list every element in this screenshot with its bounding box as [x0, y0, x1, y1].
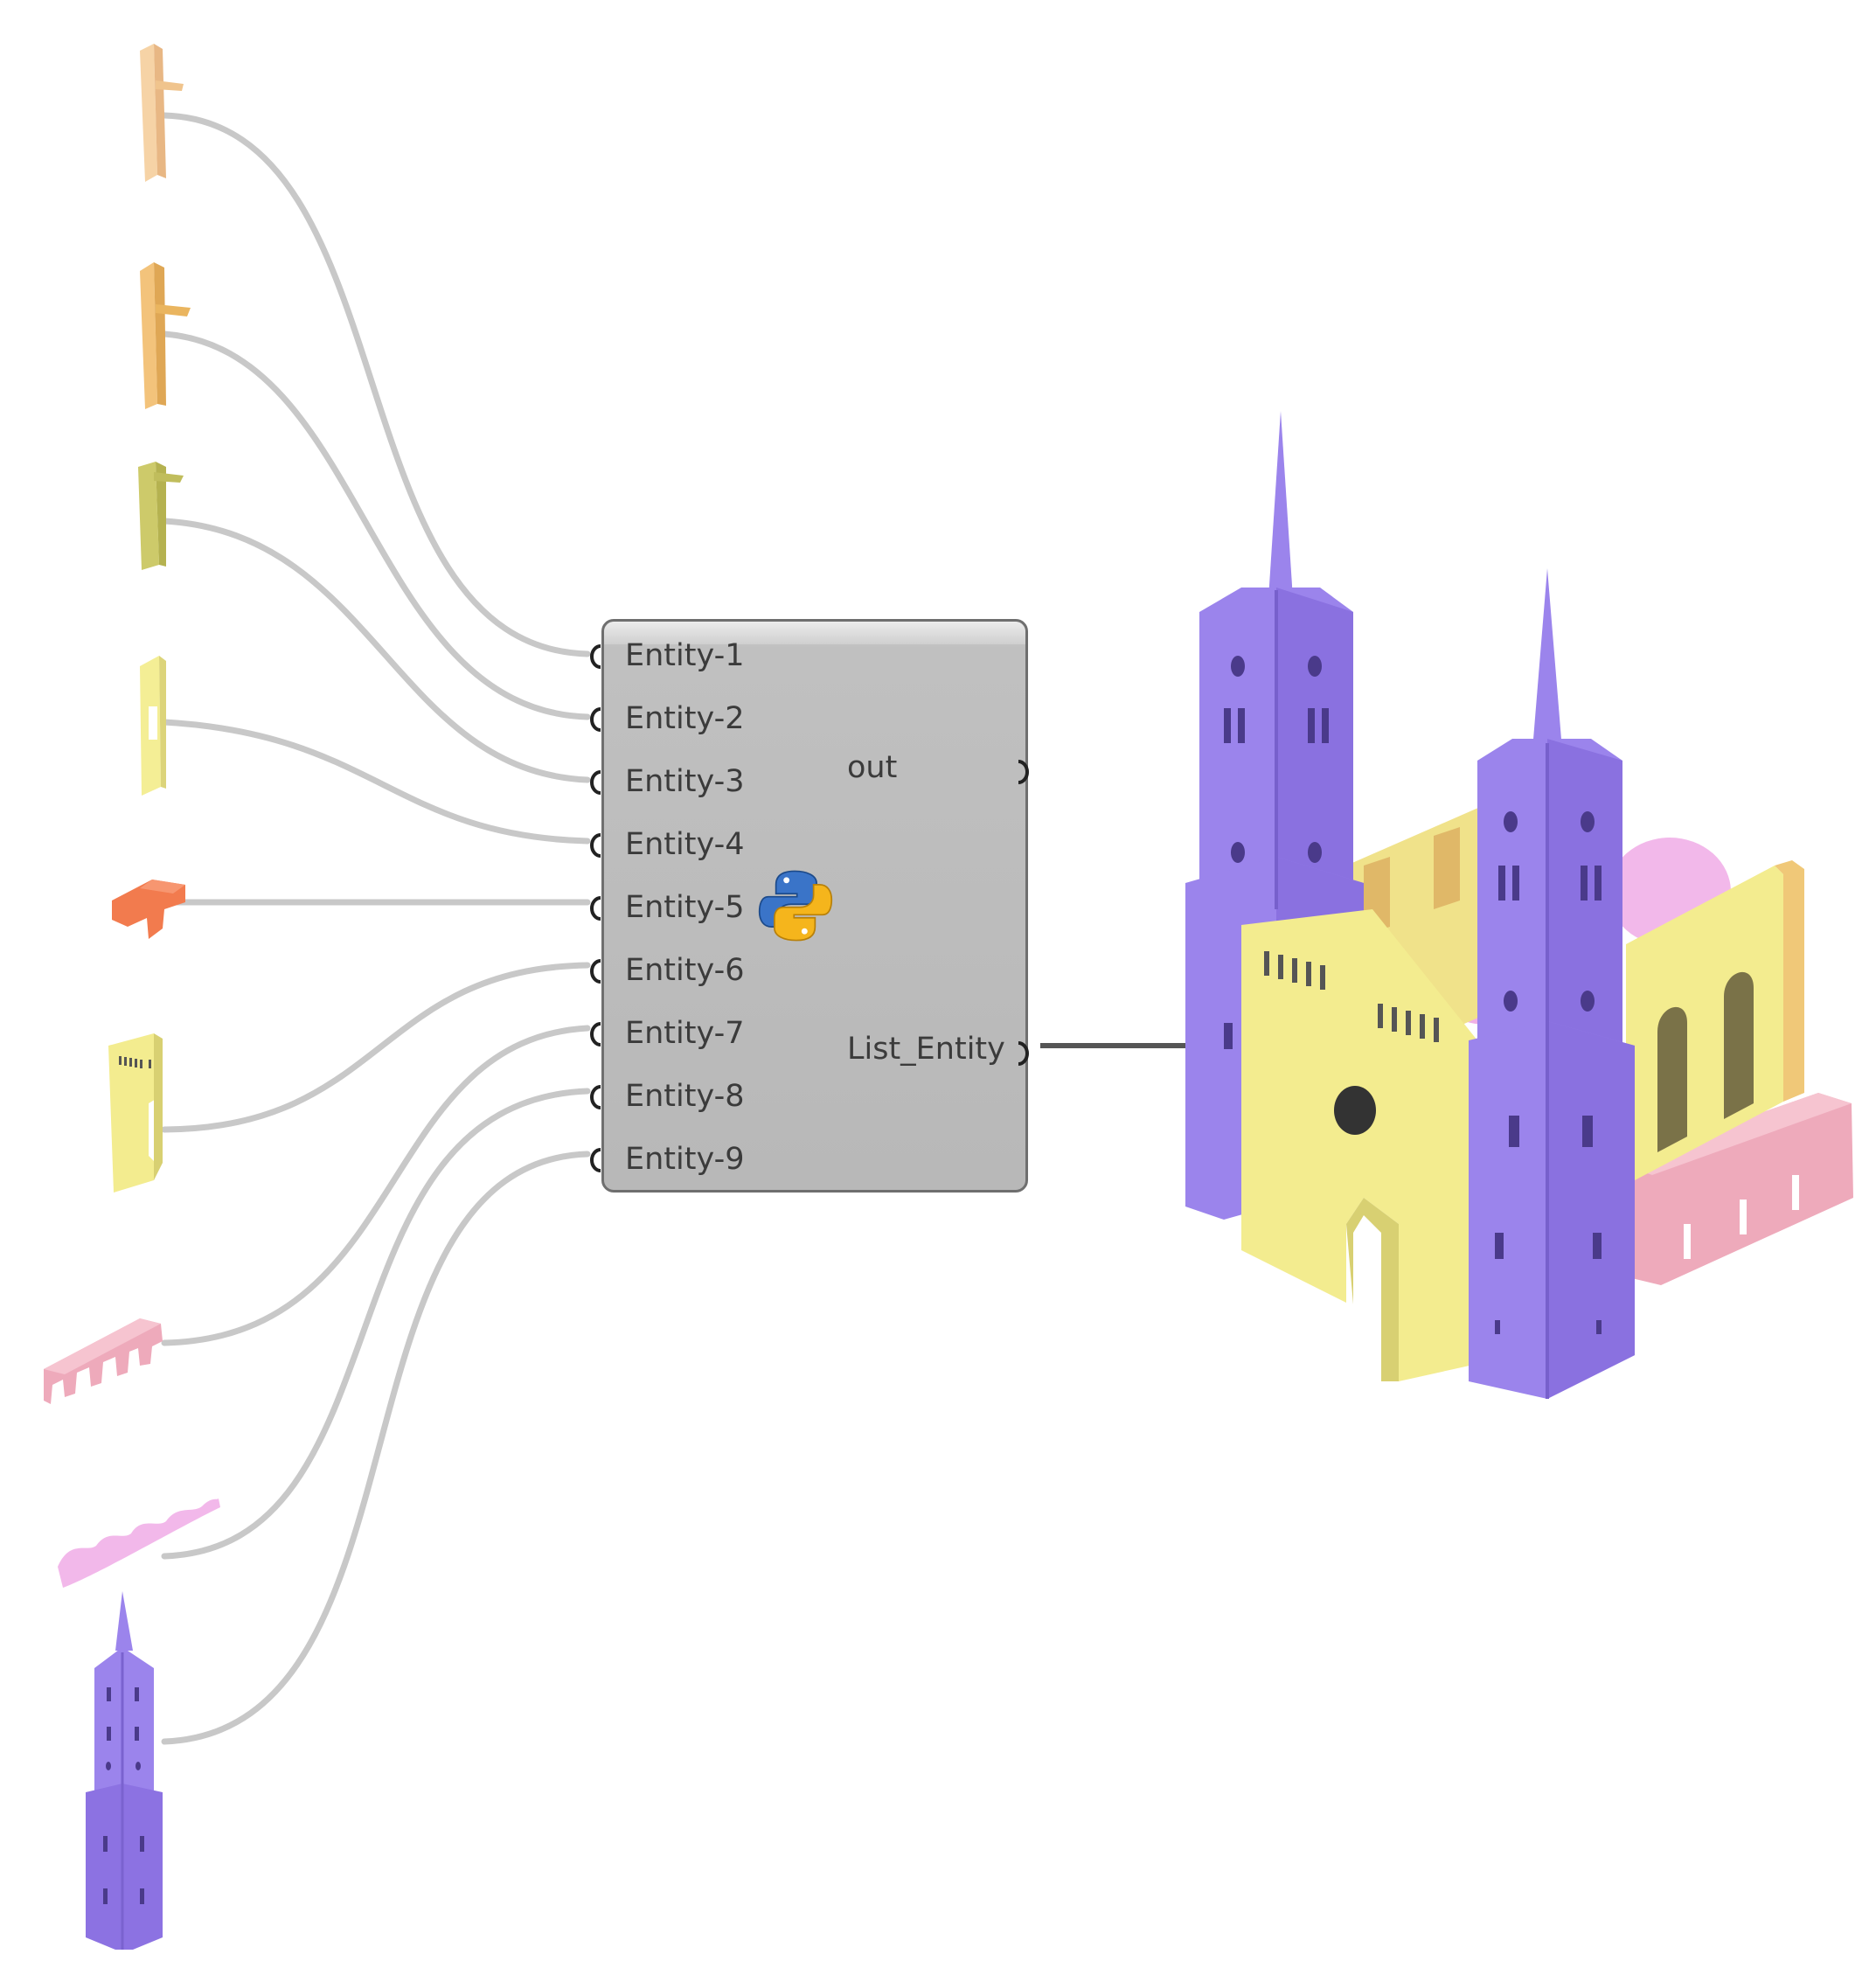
wire-entity-4: [161, 719, 591, 845]
input-port-markers: [590, 644, 601, 1172]
part-3-olive-wall[interactable]: [138, 462, 184, 570]
wire-entity-8: [161, 1088, 591, 1560]
input-label-entity-6: Entity-6: [625, 953, 745, 988]
output-label-out: out: [847, 750, 898, 785]
output-port-out[interactable]: [1018, 760, 1029, 784]
input-port-entity-6[interactable]: [590, 959, 601, 984]
part-2-orange-wall[interactable]: [140, 262, 191, 409]
input-port-entity-9[interactable]: [590, 1148, 601, 1172]
wire-entity-2: [161, 330, 591, 720]
component-header: [604, 622, 1025, 644]
output-port-markers: [1018, 760, 1029, 1066]
wire-entity-9: [161, 1151, 591, 1745]
output-label-list-entity: List_Entity: [847, 1032, 1005, 1067]
wires: [161, 112, 591, 1745]
part-7-pink-base[interactable]: [44, 1318, 163, 1404]
input-label-entity-5: Entity-5: [625, 890, 745, 925]
input-label-entity-4: Entity-4: [625, 827, 745, 862]
part-9-purple-tower[interactable]: [86, 1591, 163, 1950]
output-port-list-entity[interactable]: [1018, 1041, 1029, 1066]
input-port-entity-8[interactable]: [590, 1085, 601, 1109]
input-port-entity-3[interactable]: [590, 770, 601, 795]
input-port-entity-2[interactable]: [590, 707, 601, 732]
python-icon[interactable]: [758, 868, 833, 943]
input-label-entity-2: Entity-2: [625, 701, 745, 736]
part-4-window-wall[interactable]: [140, 656, 166, 796]
wire-entity-6: [161, 962, 591, 1133]
part-1-peach-wall[interactable]: [140, 44, 184, 182]
input-port-entity-4[interactable]: [590, 833, 601, 858]
wire-entity-7: [161, 1025, 591, 1346]
part-8-pink-roof[interactable]: [58, 1499, 220, 1588]
input-label-entity-3: Entity-3: [625, 764, 745, 799]
input-label-entity-8: Entity-8: [625, 1079, 745, 1114]
wire-entity-1: [161, 112, 591, 657]
part-6-facade-wall[interactable]: [108, 1033, 163, 1193]
input-port-entity-1[interactable]: [590, 644, 601, 669]
part-5-orange-block[interactable]: [112, 880, 185, 939]
input-label-entity-9: Entity-9: [625, 1142, 745, 1177]
input-port-entity-5[interactable]: [590, 896, 601, 921]
input-label-entity-1: Entity-1: [625, 638, 745, 673]
input-port-entity-7[interactable]: [590, 1022, 601, 1047]
input-label-entity-7: Entity-7: [625, 1016, 745, 1051]
wire-entity-3: [161, 518, 591, 783]
assembled-cathedral-model: [1185, 411, 1853, 1399]
